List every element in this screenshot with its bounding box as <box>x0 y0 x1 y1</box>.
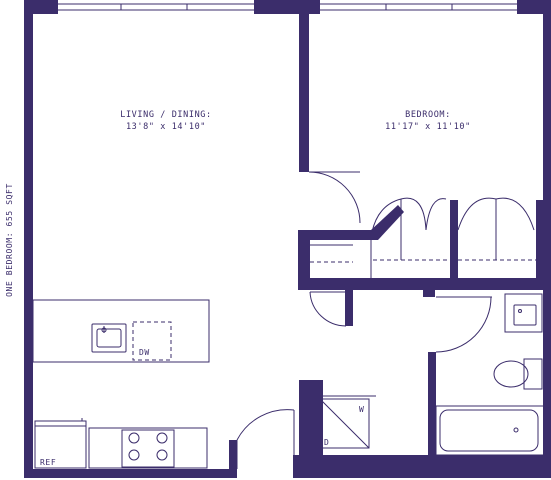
refrigerator-label: REF <box>40 458 56 467</box>
bedroom-dimensions: 11'17" x 11'10" <box>385 122 471 132</box>
toilet-bowl <box>493 360 529 388</box>
range <box>121 429 175 468</box>
bath-west-wall <box>428 352 436 470</box>
entry-door-swing <box>236 409 295 441</box>
north-center-pier <box>254 0 320 14</box>
bath-door-swing <box>435 296 492 353</box>
entry-stub <box>229 440 237 478</box>
laundry-top-stub <box>299 380 321 388</box>
plan-title: ONE BEDROOM: 655 SQFT <box>5 183 14 297</box>
closet-divider <box>450 200 458 290</box>
angled-wall <box>371 205 404 240</box>
toilet-tank <box>523 358 543 390</box>
doors <box>236 171 535 469</box>
bath-top-stub <box>423 284 435 297</box>
closet-door-swing <box>309 291 347 327</box>
hall-wall-left <box>298 230 310 290</box>
hall-stub-wall <box>345 284 353 326</box>
interior-walls <box>229 0 544 478</box>
living-room-name: LIVING / DINING: <box>120 110 211 120</box>
south-wall-east <box>293 455 551 478</box>
kitchen <box>32 299 210 469</box>
bedroom-name: BEDROOM: <box>405 110 451 120</box>
island-sink <box>91 323 127 353</box>
refrigerator <box>34 420 87 469</box>
closets <box>310 240 536 278</box>
laundry <box>319 395 376 449</box>
west-wall <box>24 0 33 478</box>
laundry-west-wall <box>299 380 323 460</box>
bedroom-door-swing <box>308 171 361 224</box>
bath-vanity <box>504 293 543 333</box>
bathroom <box>435 293 545 456</box>
south-wall-west <box>24 469 236 478</box>
living-room-dimensions: 13'8" x 14'10" <box>126 122 206 132</box>
north-windows <box>58 3 517 11</box>
closet-front-wall <box>309 230 371 240</box>
nw-pier <box>24 0 58 14</box>
living-bedroom-wall <box>299 0 309 172</box>
dryer-label: D <box>324 438 329 447</box>
dishwasher <box>132 321 172 361</box>
washer-label: W <box>359 405 364 414</box>
kitchen-counter <box>88 427 208 469</box>
dishwasher-label: DW <box>139 348 150 357</box>
ne-pier <box>517 0 551 14</box>
closet-east-wall <box>536 200 544 290</box>
bathtub <box>435 405 545 456</box>
exterior-walls <box>24 0 551 478</box>
east-wall <box>543 0 551 478</box>
washer-dryer <box>319 398 370 449</box>
